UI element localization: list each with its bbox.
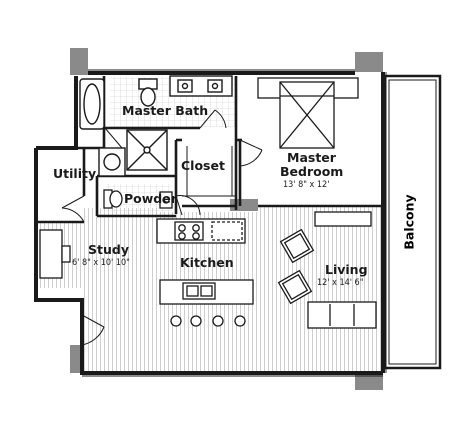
door-swings bbox=[61, 109, 263, 346]
room-label-utility: Utility bbox=[53, 166, 97, 181]
room-label-kitchen: Kitchen bbox=[180, 255, 234, 270]
bedroom-furniture bbox=[257, 77, 359, 149]
window-sills bbox=[82, 69, 387, 377]
room-label-study: Study bbox=[88, 242, 129, 257]
washer-dryer bbox=[98, 147, 126, 177]
living-furniture bbox=[277, 211, 377, 329]
room-dimensions-study: 6' 8" x 10' 10" bbox=[72, 258, 130, 268]
room-label-master-bath: Master Bath bbox=[122, 103, 209, 118]
structural-columns bbox=[70, 48, 383, 390]
balcony-rail bbox=[383, 74, 442, 370]
study-desk bbox=[39, 229, 71, 279]
room-dimensions-master-bedroom: 13' 8" x 12' bbox=[283, 180, 330, 190]
kitchen-counters bbox=[156, 218, 254, 305]
closet-shelving bbox=[182, 146, 236, 197]
room-label-closet: Closet bbox=[181, 158, 225, 173]
exterior-walls bbox=[34, 71, 385, 375]
bar-stools bbox=[170, 315, 246, 327]
room-label-living: Living bbox=[325, 262, 368, 277]
powder-fixtures bbox=[103, 189, 173, 209]
room-label-master-bedroom-line1: Master bbox=[287, 150, 336, 165]
room-label-balcony: Balcony bbox=[401, 194, 417, 250]
bath-fixtures bbox=[79, 75, 233, 171]
room-dimensions-living: 12' x 14' 6" bbox=[317, 278, 364, 288]
room-label-powder: Powder bbox=[124, 191, 177, 206]
room-label-master-bedroom-line2: Bedroom bbox=[280, 164, 344, 179]
